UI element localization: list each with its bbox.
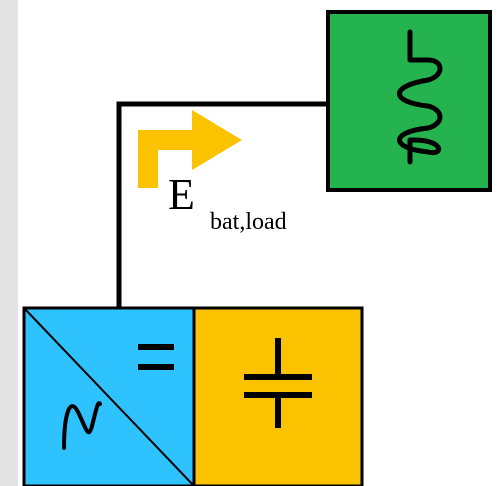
load-box <box>326 10 492 192</box>
turn-right-arrow-icon <box>138 110 242 188</box>
connection-wire <box>116 101 330 310</box>
circuit-diagram <box>22 10 492 486</box>
sine-wave-icon <box>62 401 102 450</box>
energy-label: E <box>168 170 195 219</box>
inverter-box <box>22 306 196 486</box>
dc-symbol-icon <box>138 344 174 370</box>
resistor-coil-icon <box>397 29 443 165</box>
diagram-canvas: E bat,load <box>18 0 504 486</box>
battery-plates-icon <box>244 338 312 428</box>
battery-box <box>192 306 364 486</box>
energy-label-subscript: bat,load <box>210 209 287 235</box>
